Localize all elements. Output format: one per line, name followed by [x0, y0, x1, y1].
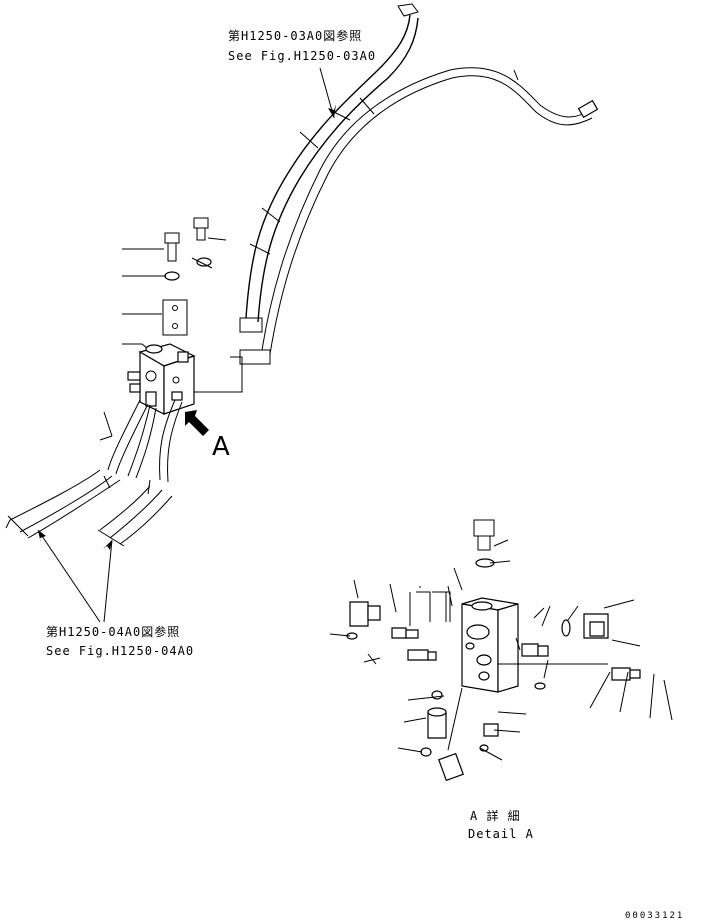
- view-arrow: [185, 410, 209, 436]
- ref-bottom-en: See Fig.H1250-04A0: [46, 644, 194, 658]
- ref-bottom-arrow-1: [38, 530, 46, 544]
- upper-hose: [187, 3, 599, 393]
- ref-bottom-arrow-2: [103, 540, 112, 550]
- detail-a-view: [329, 519, 673, 782]
- ref-top-arrowhead: [328, 104, 336, 118]
- valve-block: [127, 343, 196, 415]
- bolt-stack-left: [162, 217, 212, 336]
- ref-bottom-leader-2: [103, 539, 113, 623]
- view-letter: A: [212, 432, 230, 462]
- leader-lines-left: [122, 237, 227, 353]
- ref-top-jp: 第H1250-03A0図参照: [228, 28, 362, 43]
- drawing-number: 00033121: [625, 911, 684, 921]
- detail-title-en: Detail A: [468, 827, 534, 841]
- ref-bottom-jp: 第H1250-04A0図参照: [46, 624, 180, 639]
- ref-bottom-leader-1: [37, 529, 101, 623]
- detail-title-jp: A 詳 細: [470, 808, 521, 823]
- lower-hoses: [5, 399, 183, 547]
- ref-top-en: See Fig.H1250-03A0: [228, 49, 376, 63]
